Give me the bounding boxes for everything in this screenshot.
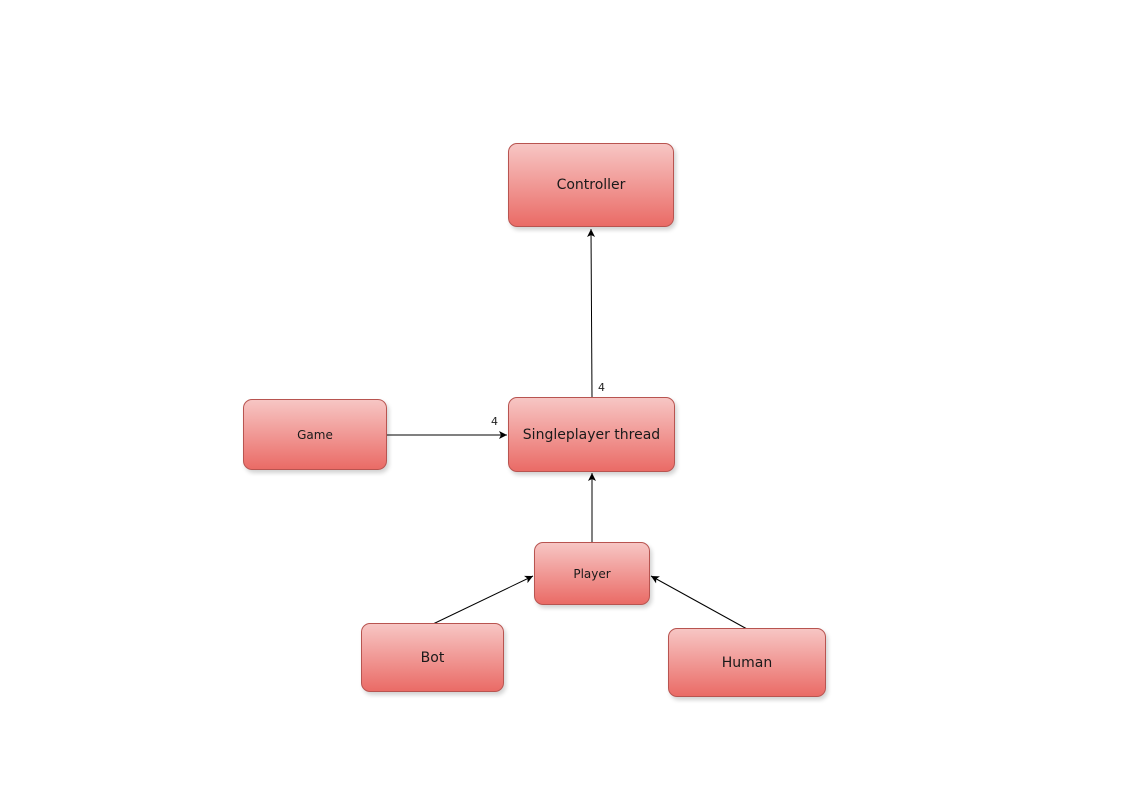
edge-label-game-thread: 4 (491, 415, 498, 428)
controller-node[interactable]: Controller (508, 143, 674, 227)
human-node[interactable]: Human (668, 628, 826, 697)
bot-label: Bot (420, 649, 445, 666)
edge-human-to-player (650, 575, 748, 630)
edge-label-thread-controller: 4 (598, 381, 605, 394)
singleplayer-thread-label: Singleplayer thread (522, 426, 661, 443)
edge-bot-to-player (432, 575, 534, 625)
bot-node[interactable]: Bot (361, 623, 504, 692)
player-node[interactable]: Player (534, 542, 650, 605)
game-label: Game (297, 427, 333, 442)
human-label: Human (721, 654, 773, 671)
game-node[interactable]: Game (243, 399, 387, 470)
edge-thread-to-controller (587, 228, 596, 399)
singleplayer-thread-node[interactable]: Singleplayer thread (508, 397, 675, 472)
player-label: Player (573, 566, 611, 581)
controller-label: Controller (556, 177, 626, 193)
